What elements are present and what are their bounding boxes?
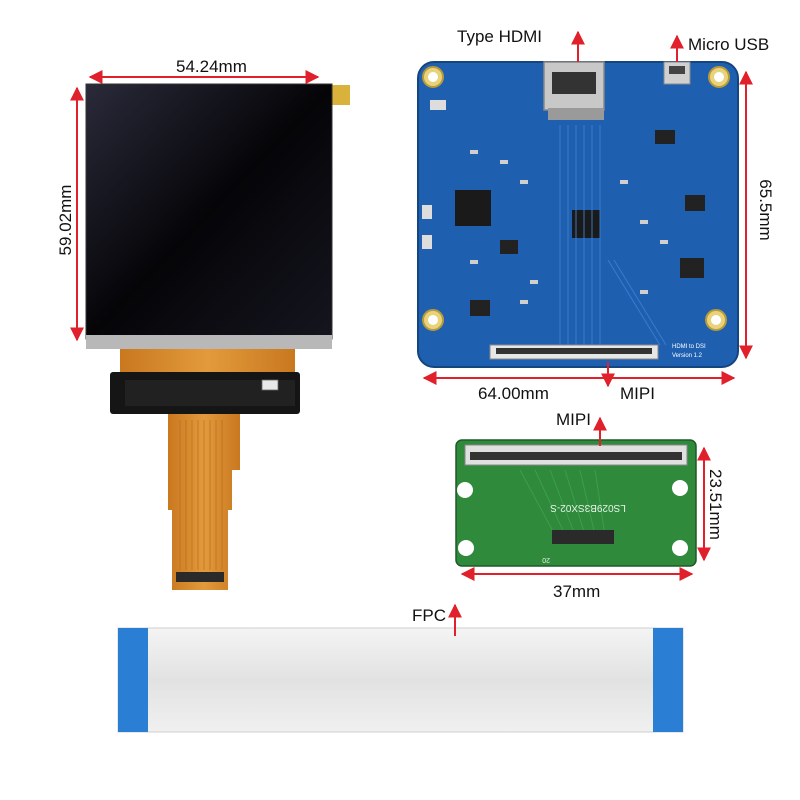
adapter-height-label: 23.51mm	[706, 469, 725, 540]
lcd-width-label: 54.24mm	[176, 57, 247, 76]
fpc-label: FPC	[412, 606, 446, 625]
board-silk-2: Version 1.2	[672, 353, 703, 359]
usb-port-label: Micro USB	[688, 35, 770, 54]
lcd-flex-upper	[120, 349, 295, 378]
adapter-mipi-label: MIPI	[556, 410, 591, 429]
fpc-cable	[117, 627, 684, 733]
lcd-bottom-strip	[86, 335, 332, 349]
chip-2	[572, 210, 600, 238]
hdmi-board	[417, 61, 739, 368]
adapter-pin-label: 20	[542, 556, 550, 563]
lcd-module	[85, 83, 350, 590]
hdmi-port-label: Type HDMI	[457, 27, 543, 46]
lcd-tail-connector	[176, 572, 224, 582]
adapter-width-label: 37mm	[553, 582, 601, 601]
adapter-board	[455, 439, 697, 567]
fpc-left-stiffener	[118, 628, 148, 732]
board-mipi-label: MIPI	[620, 384, 655, 403]
adapter-pcb	[455, 439, 697, 567]
board-width-label: 64.00mm	[478, 384, 549, 403]
chip-1	[455, 190, 491, 226]
lcd-screen	[85, 83, 333, 340]
adapter-part-number: LS029B3SX02-S	[550, 502, 626, 513]
adapter-bottom-connector	[552, 530, 614, 544]
board-silk-1: HDMI to DSI	[672, 344, 706, 350]
fpc-right-stiffener	[653, 628, 683, 732]
fpc-body	[117, 627, 684, 733]
board-height-label: 65.5mm	[756, 179, 775, 241]
lcd-height-label: 59.02mm	[56, 184, 75, 256]
